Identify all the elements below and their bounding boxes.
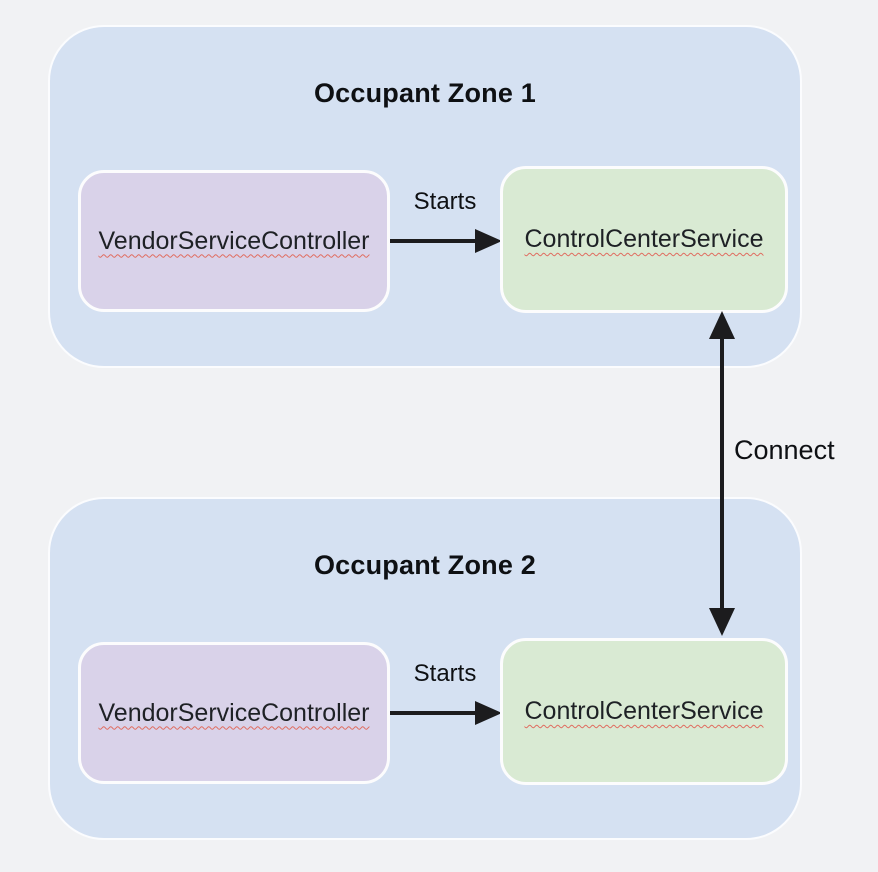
starts-edge-label-1: Starts [413,188,477,215]
starts-arrow-1-arrowhead-icon [475,229,502,253]
node-control-center-service-1: ControlCenterService [500,166,788,313]
zone-2-title: Occupant Zone 2 [313,550,537,581]
node-vendor-service-controller-1-label: VendorServiceController [98,226,370,255]
zone-1-title: Occupant Zone 1 [313,78,537,109]
connect-arrow-shaft [720,329,724,618]
connect-edge-label: Connect [734,435,835,465]
node-control-center-service-2-label: ControlCenterService [524,697,764,725]
node-control-center-service-1-label: ControlCenterService [524,225,764,253]
node-control-center-service-2: ControlCenterService [500,638,788,785]
starts-arrow-2-shaft [390,711,478,715]
starts-arrow-2-arrowhead-icon [475,701,502,725]
starts-arrow-1-shaft [390,239,478,243]
node-vendor-service-controller-1: VendorServiceController [78,170,390,312]
zone-occupant-1: Occupant Zone 1 VendorServiceController … [48,25,802,368]
starts-arrow-1 [390,229,502,253]
zone-occupant-2: Occupant Zone 2 VendorServiceController … [48,497,802,840]
starts-edge-label-2: Starts [413,660,477,687]
node-vendor-service-controller-2: VendorServiceController [78,642,390,784]
connect-arrow-down-arrowhead-icon [709,608,735,636]
node-vendor-service-controller-2-label: VendorServiceController [98,698,370,727]
connect-arrow [709,311,735,636]
starts-arrow-2 [390,701,502,725]
